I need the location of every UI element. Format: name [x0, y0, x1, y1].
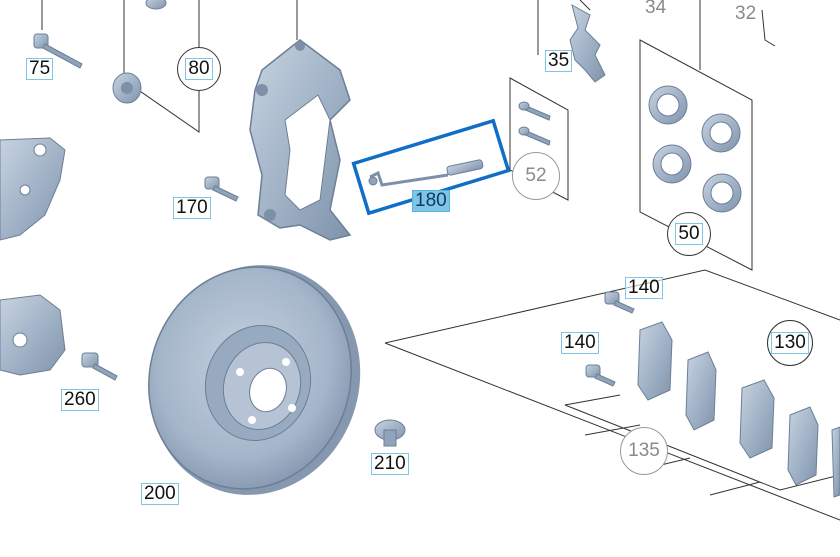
dust-shield-part — [0, 137, 66, 376]
part-label-50-text: 50 — [675, 223, 703, 245]
part-label-140-left[interactable]: 140 — [561, 332, 599, 354]
part-label-135[interactable]: 135 — [620, 427, 668, 475]
bolt-210-part — [374, 419, 406, 447]
part-label-130[interactable]: 130 — [767, 320, 813, 366]
part-label-170[interactable]: 170 — [173, 197, 211, 219]
part-label-35[interactable]: 35 — [545, 50, 573, 72]
part-label-75[interactable]: 75 — [26, 58, 54, 80]
nut-80-part — [112, 0, 167, 104]
bolt-260-part — [81, 352, 118, 381]
part-label-32[interactable]: 32 — [735, 3, 757, 24]
part-label-140-top[interactable]: 140 — [625, 277, 663, 299]
part-label-80[interactable]: 80 — [177, 47, 221, 91]
part-label-135-text: 135 — [628, 440, 660, 461]
guide-pins-52-part — [518, 101, 551, 146]
bolt-170-part — [204, 176, 239, 202]
part-label-180[interactable]: 180 — [412, 190, 450, 212]
spring-clip-35-part — [569, 3, 606, 83]
bolts-140-part — [585, 291, 635, 387]
leader-lines — [41, 0, 840, 521]
caliper-carrier-part — [249, 39, 352, 241]
part-label-50[interactable]: 50 — [667, 212, 711, 256]
part-label-130-text: 130 — [771, 332, 809, 354]
bolt-75-part — [33, 33, 83, 69]
part-label-80-text: 80 — [185, 58, 213, 80]
part-label-260[interactable]: 260 — [61, 389, 99, 411]
part-label-210[interactable]: 210 — [371, 453, 409, 475]
wear-sensor-180-part — [368, 159, 484, 187]
part-label-34[interactable]: 34 — [645, 0, 667, 18]
part-label-52[interactable]: 52 — [512, 152, 560, 200]
seals-50-part — [648, 85, 742, 213]
brake-disc-200-part — [148, 265, 361, 495]
brake-pads-part — [637, 321, 840, 498]
part-label-200[interactable]: 200 — [141, 483, 179, 505]
part-label-52-text: 52 — [525, 165, 547, 186]
